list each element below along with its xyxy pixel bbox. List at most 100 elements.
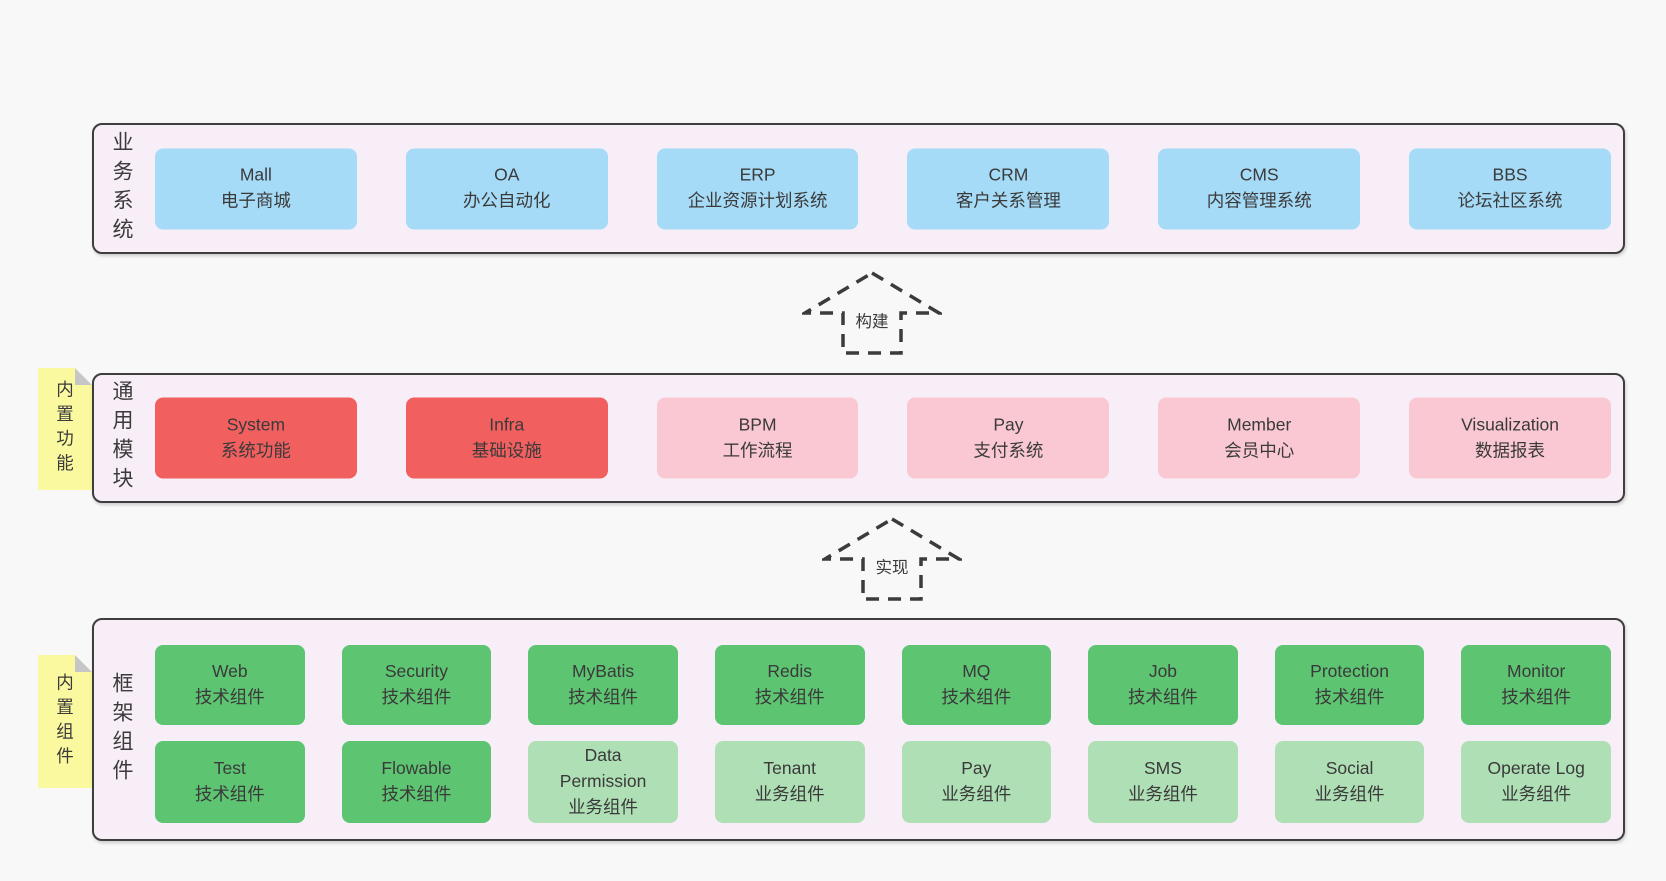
box-title: Monitor: [1507, 661, 1566, 682]
arrow-label-implement: 实现: [872, 553, 912, 579]
box-subtitle: 业务组件: [754, 784, 825, 805]
box-title: Security: [384, 661, 449, 682]
box-subtitle: 数据报表: [1475, 440, 1546, 460]
box-subtitle: 技术组件: [194, 784, 265, 805]
box-security: Security 技术组件: [341, 645, 492, 726]
box-title: Tenant: [763, 758, 816, 779]
box-visualization: Visualization 数据报表: [1409, 397, 1611, 479]
box-title: Flowable: [381, 758, 452, 779]
box-cms: CMS 内容管理系统: [1158, 148, 1361, 229]
box-subtitle: 办公自动化: [462, 190, 551, 211]
box-member: Member 会员中心: [1158, 397, 1361, 479]
box-subtitle: 客户关系管理: [955, 190, 1061, 211]
box-subtitle: 工作流程: [722, 440, 793, 460]
box-subtitle: 技术组件: [1314, 687, 1385, 708]
folded-corner-icon: [75, 368, 92, 385]
folded-corner-icon: [75, 655, 92, 672]
box-title: Mall: [239, 164, 272, 185]
box-subtitle: 业务组件: [1314, 784, 1385, 805]
box-subtitle: 企业资源计划系统: [687, 190, 828, 211]
box-data-permission: Data Permission 业务组件: [528, 741, 678, 823]
box-mq: MQ 技术组件: [901, 645, 1052, 726]
box-title: ERP: [739, 164, 776, 185]
arrow-build: 构建: [802, 270, 942, 356]
box-title: Job: [1148, 661, 1178, 682]
sticky-note-label: 内置功能: [54, 380, 75, 478]
box-pay: Pay 支付系统: [907, 397, 1110, 479]
box-sms: SMS 业务组件: [1088, 741, 1238, 823]
dashed-up-arrow-icon: [822, 516, 962, 601]
box-title: Redis: [767, 661, 813, 682]
box-title: BPM: [738, 414, 777, 435]
box-redis: Redis 技术组件: [714, 645, 865, 726]
band-label-business-systems: 业务系统: [110, 130, 133, 247]
arrow-implement: 实现: [822, 516, 962, 602]
box-title: OA: [494, 164, 520, 185]
box-title: CRM: [988, 164, 1029, 185]
box-test: Test 技术组件: [155, 741, 305, 823]
box-subtitle: 内容管理系统: [1206, 190, 1312, 211]
box-erp: ERP 企业资源计划系统: [656, 148, 859, 229]
box-subtitle: 技术组件: [1127, 687, 1198, 708]
box-title: Data Permission: [559, 745, 647, 792]
box-title: Test: [213, 758, 246, 779]
box-subtitle: 技术组件: [194, 687, 265, 708]
box-flowable: Flowable 技术组件: [341, 741, 492, 823]
box-subtitle: 技术组件: [381, 687, 452, 708]
box-title: Infra: [489, 414, 525, 435]
box-web: Web 技术组件: [155, 645, 305, 726]
box-subtitle: 技术组件: [381, 784, 452, 805]
band-label-common-modules: 通用模块: [110, 380, 133, 496]
box-title: Web: [211, 661, 248, 682]
box-subtitle: 支付系统: [973, 440, 1044, 460]
box-subtitle: 基础设施: [471, 440, 542, 460]
box-title: MyBatis: [571, 661, 635, 682]
box-title: SMS: [1143, 758, 1182, 779]
box-title: Social: [1325, 758, 1374, 779]
box-title: Member: [1227, 414, 1292, 435]
box-subtitle: 业务组件: [1127, 784, 1198, 805]
sticky-note-builtin-components: 内置组件: [38, 655, 92, 788]
box-title: Operate Log: [1487, 758, 1585, 779]
box-subtitle: 技术组件: [568, 687, 639, 708]
box-oa: OA 办公自动化: [405, 148, 608, 229]
dashed-up-arrow-icon: [802, 270, 942, 355]
box-bpm: BPM 工作流程: [656, 397, 859, 479]
box-infra: Infra 基础设施: [405, 397, 608, 479]
box-title: System: [226, 414, 286, 435]
box-tenant: Tenant 业务组件: [714, 741, 865, 823]
box-bbs: BBS 论坛社区系统: [1409, 148, 1611, 229]
box-title: MQ: [962, 661, 991, 682]
box-title: Visualization: [1461, 414, 1560, 435]
box-subtitle: 业务组件: [568, 797, 639, 818]
box-subtitle: 业务组件: [941, 784, 1012, 805]
band-label-framework-components: 框架组件: [110, 671, 133, 788]
box-crm: CRM 客户关系管理: [907, 148, 1110, 229]
box-subtitle: 技术组件: [941, 687, 1012, 708]
box-social: Social 业务组件: [1274, 741, 1425, 823]
arrow-label-build: 构建: [852, 307, 892, 333]
box-subtitle: 技术组件: [754, 687, 825, 708]
box-job: Job 技术组件: [1088, 645, 1238, 726]
box-title: Pay: [993, 414, 1024, 435]
box-subtitle: 业务组件: [1501, 784, 1572, 805]
box-mybatis: MyBatis 技术组件: [528, 645, 678, 726]
box-subtitle: 论坛社区系统: [1457, 190, 1563, 211]
box-subtitle: 会员中心: [1224, 440, 1295, 460]
sticky-note-builtin-features: 内置功能: [38, 368, 92, 490]
box-subtitle: 技术组件: [1501, 687, 1572, 708]
box-title: BBS: [1492, 164, 1528, 185]
box-title: CMS: [1239, 164, 1279, 185]
